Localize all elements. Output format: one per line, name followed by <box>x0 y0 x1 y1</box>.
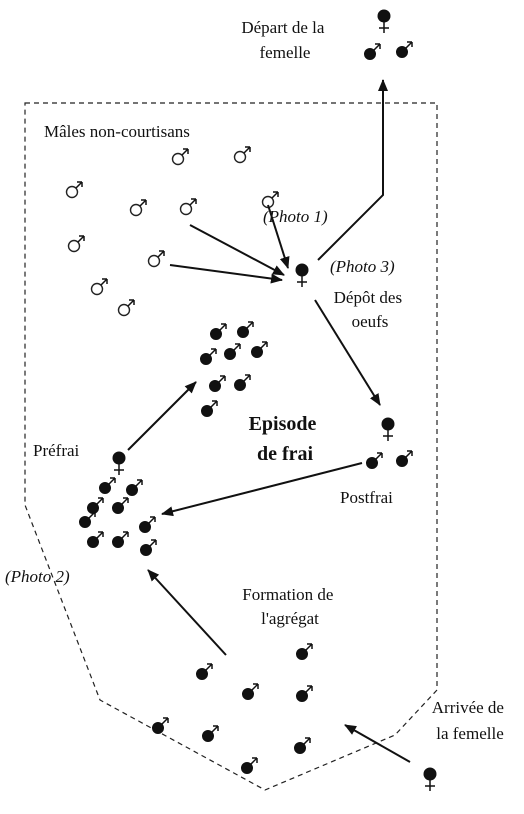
male-open-icon <box>67 235 85 253</box>
male-solid-icon <box>199 348 217 366</box>
arrow-male-1 <box>189 224 285 276</box>
male-solid-icon <box>295 685 313 703</box>
male-solid-icon <box>200 400 218 418</box>
postspawn-label: Postfrai <box>340 488 393 507</box>
male-solid-icon <box>395 41 413 59</box>
male-solid-icon <box>98 477 116 495</box>
arrow-male-3 <box>169 264 283 284</box>
male-solid-icon <box>86 497 104 515</box>
aggregate-formation-label: Formation de l'agrégat <box>242 585 337 628</box>
female-departure-label: Départ de la femelle <box>241 18 328 62</box>
male-open-icon <box>117 299 135 317</box>
male-solid-icon <box>395 450 413 468</box>
male-open-icon <box>171 148 189 166</box>
female-postspawn-icon <box>380 416 396 442</box>
arrow-prespawn-to-cluster <box>127 381 197 451</box>
male-open-icon <box>129 199 147 217</box>
male-solid-icon <box>293 737 311 755</box>
male-solid-icon <box>365 452 383 470</box>
photo1-label: (Photo 1) <box>263 207 328 226</box>
male-solid-icon <box>195 663 213 681</box>
male-solid-icon <box>233 374 251 392</box>
female-arrival-label: Arrivée de la femelle <box>432 698 508 743</box>
arrow-to-departure <box>317 79 388 261</box>
spawning-episode-title: Episode de frai <box>249 413 322 465</box>
non-courting-males-label: Mâles non-courtisans <box>44 122 190 141</box>
male-solid-icon <box>78 511 96 529</box>
male-solid-icon <box>236 321 254 339</box>
male-solid-icon <box>295 643 313 661</box>
arrow-deposit-to-postspawn <box>314 299 381 406</box>
male-open-icon <box>261 191 279 209</box>
male-solid-icon <box>363 43 381 61</box>
female-arriving-icon <box>422 766 438 792</box>
male-open-icon <box>179 198 197 216</box>
male-solid-icon <box>250 341 268 359</box>
male-open-icon <box>147 250 165 268</box>
female-departing-icon <box>376 8 392 34</box>
arrow-aggregate-to-prespawn <box>147 569 227 656</box>
arrow-arrival <box>344 724 411 763</box>
photo2-label: (Photo 2) <box>5 567 70 586</box>
arena-boundary <box>24 102 438 791</box>
arrow-postspawn-to-prespawn <box>161 462 363 517</box>
male-solid-icon <box>151 717 169 735</box>
female-prespawn-icon <box>111 450 127 476</box>
male-solid-icon <box>223 343 241 361</box>
male-solid-icon <box>139 539 157 557</box>
male-solid-icon <box>201 725 219 743</box>
male-open-icon <box>233 146 251 164</box>
male-solid-icon <box>209 323 227 341</box>
prespawn-label: Préfrai <box>33 441 80 460</box>
male-solid-icon <box>125 479 143 497</box>
male-solid-icon <box>111 531 129 549</box>
egg-deposit-label: Dépôt des oeufs <box>334 288 407 331</box>
male-solid-icon <box>138 516 156 534</box>
male-solid-icon <box>241 683 259 701</box>
male-solid-icon <box>208 375 226 393</box>
male-solid-icon <box>111 497 129 515</box>
male-open-icon <box>65 181 83 199</box>
male-solid-icon <box>86 531 104 549</box>
female-deposit-icon <box>294 262 310 288</box>
arrow-male-2 <box>267 204 290 269</box>
photo3-label: (Photo 3) <box>330 257 395 276</box>
male-solid-icon <box>240 757 258 775</box>
male-open-icon <box>90 278 108 296</box>
